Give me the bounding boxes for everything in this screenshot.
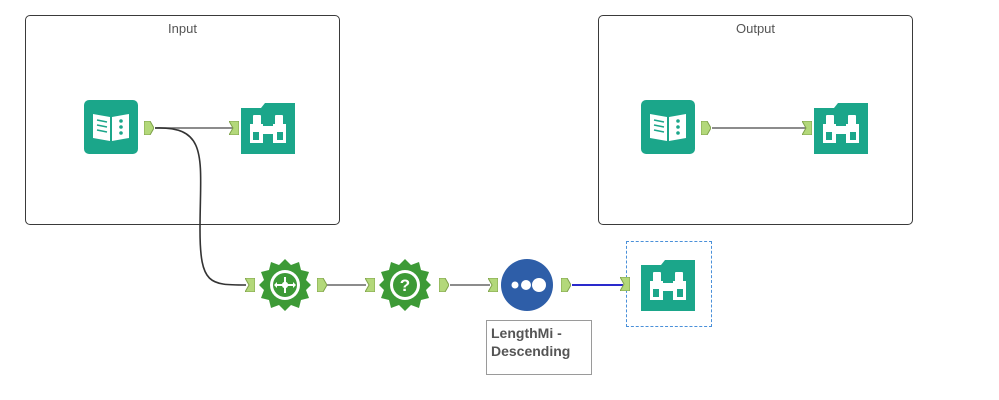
browse-tool-selected[interactable] (641, 257, 695, 311)
container-title: Input (168, 21, 197, 36)
binoculars-icon (641, 260, 695, 311)
input-anchor[interactable] (620, 277, 630, 291)
input-data-tool[interactable] (84, 100, 138, 154)
spatial-gear-icon (259, 259, 311, 311)
input-anchor[interactable] (488, 278, 498, 292)
annotation-line: Descending (491, 343, 571, 359)
book-icon (641, 100, 695, 154)
binoculars-icon (241, 103, 295, 154)
input-anchor[interactable] (365, 278, 375, 292)
binoculars-icon (814, 103, 868, 154)
input-anchor[interactable] (802, 121, 812, 135)
svg-text:?: ? (400, 276, 410, 295)
output-anchor[interactable] (561, 278, 571, 292)
container-title: Output (735, 21, 776, 36)
browse-tool[interactable] (241, 100, 295, 154)
output-anchor[interactable] (439, 278, 449, 292)
output-anchor[interactable] (317, 278, 327, 292)
book-icon (84, 100, 138, 154)
spatial-process-tool[interactable] (258, 258, 312, 312)
output-anchor[interactable] (701, 121, 711, 135)
input-anchor[interactable] (245, 278, 255, 292)
sort-tool[interactable] (500, 258, 554, 312)
sort-tool-annotation: LengthMi - Descending (486, 320, 592, 375)
spatial-info-tool[interactable]: ? (378, 258, 432, 312)
question-gear-icon: ? (379, 259, 431, 311)
input-data-tool[interactable] (641, 100, 695, 154)
browse-tool[interactable] (814, 100, 868, 154)
annotation-line: LengthMi - (491, 325, 562, 341)
input-anchor[interactable] (229, 121, 239, 135)
output-anchor[interactable] (144, 121, 154, 135)
dots-icon (501, 259, 553, 311)
